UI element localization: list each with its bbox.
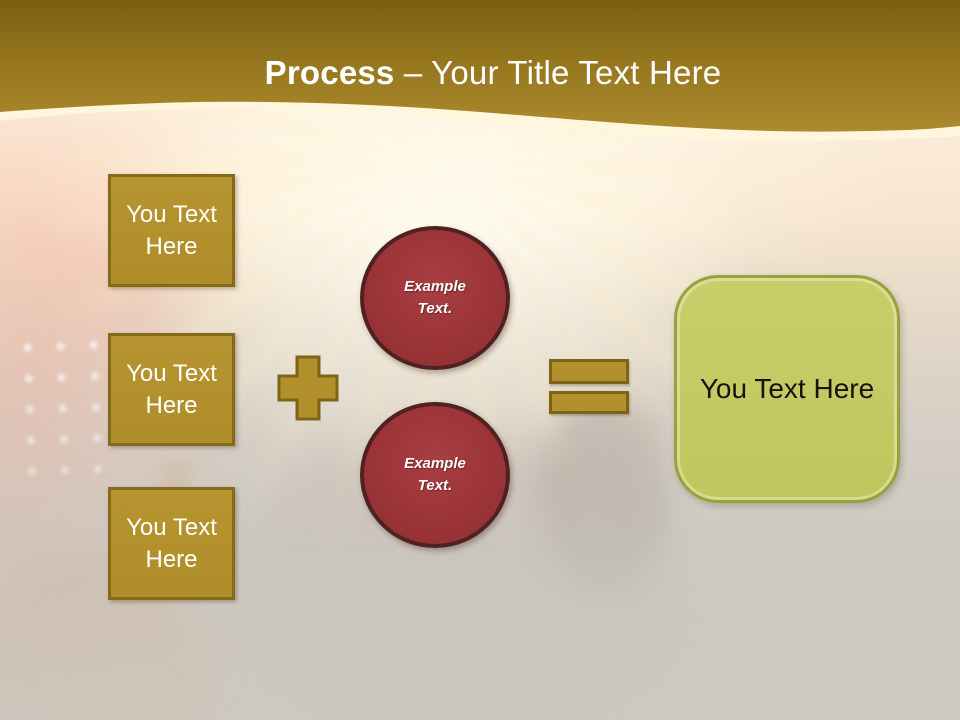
example-circle-2-label: Example Text. — [404, 455, 466, 494]
plus-icon — [277, 355, 339, 421]
result-box-label: You Text Here — [699, 373, 875, 404]
example-circle-2: Example Text. — [360, 402, 510, 548]
example-circle-1-label: Example Text. — [404, 278, 466, 317]
input-box-3: You Text Here — [108, 487, 235, 600]
equals-bar-top — [549, 359, 629, 384]
slide-title-text: – Your Title Text Here — [403, 54, 722, 91]
slide-title: Process – Your Title Text Here — [0, 54, 960, 92]
equals-icon — [549, 359, 629, 414]
input-box-3-label: You Text Here — [126, 513, 217, 573]
input-box-1-label: You Text Here — [126, 200, 217, 260]
header-wave-gold — [0, 0, 960, 132]
input-box-2: You Text Here — [108, 333, 235, 446]
input-box-2-label: You Text Here — [126, 359, 217, 419]
header-wave — [0, 0, 960, 141]
input-box-1: You Text Here — [108, 174, 235, 287]
result-box: You Text Here — [674, 275, 900, 503]
example-circle-1: Example Text. — [360, 226, 510, 370]
slide-title-keyword: Process — [264, 54, 395, 91]
equals-bar-bottom — [549, 391, 629, 414]
